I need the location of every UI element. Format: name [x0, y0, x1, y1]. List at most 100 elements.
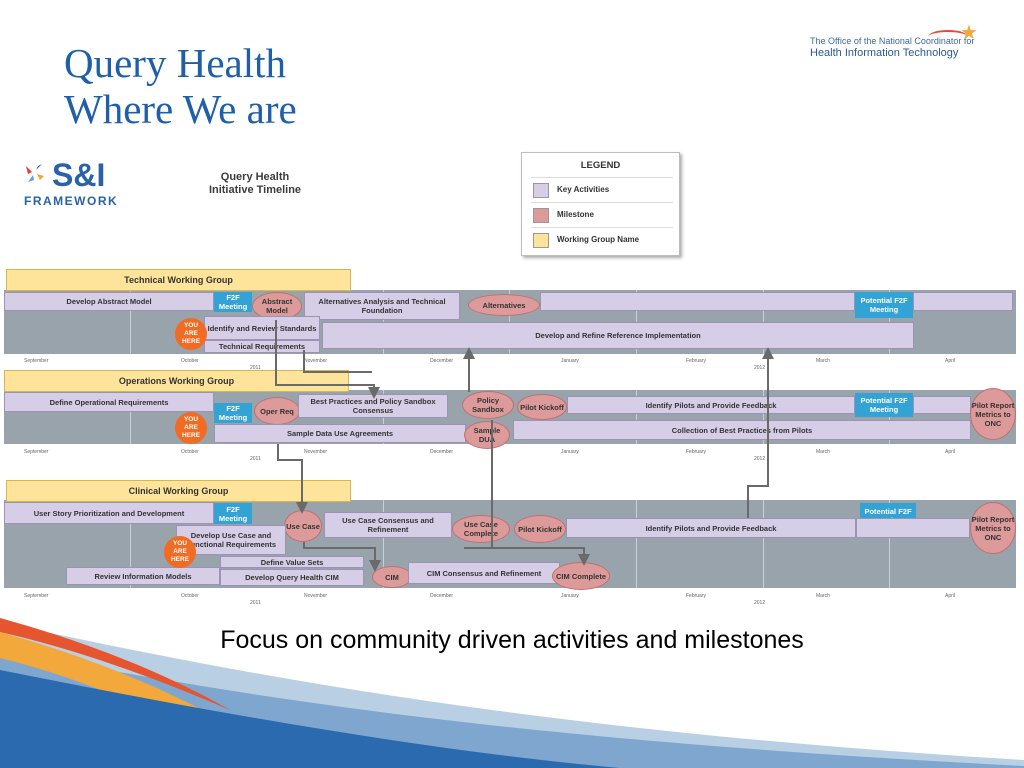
operations-identify-pilots-bar: Identify Pilots and Provide Feedback	[567, 396, 855, 414]
technical-group-header: Technical Working Group	[6, 269, 351, 291]
legend-title: LEGEND	[580, 160, 621, 171]
develop-query-health-cim-bar: Develop Query Health CIM	[220, 569, 364, 586]
year-label: 2012	[754, 600, 766, 606]
month-label: March	[816, 358, 830, 364]
month-label: March	[816, 449, 830, 455]
cim-milestone: CIM	[372, 566, 412, 588]
year-label: 2011	[250, 600, 261, 606]
alternatives-analysis-bar: Alternatives Analysis and Technical Foun…	[304, 292, 460, 320]
logo-swoosh-icon	[928, 30, 968, 44]
use-case-complete-milestone: Use Case Complete	[452, 515, 510, 543]
define-operational-requirements-bar: Define Operational Requirements	[4, 392, 214, 412]
technical-top-bar	[540, 292, 855, 311]
are-label: ARE	[173, 548, 187, 555]
month-label: October	[181, 358, 199, 364]
technical-f2f-meeting: F2F Meeting	[214, 292, 252, 312]
technical-potential-f2f: Potential F2F Meeting	[855, 292, 913, 318]
sni-logo-sub: FRAMEWORK	[24, 194, 119, 208]
month-label: April	[945, 358, 956, 364]
month-label: March	[816, 593, 830, 599]
review-information-models-bar: Review Information Models	[66, 567, 220, 585]
legend-label: Working Group Name	[557, 235, 640, 244]
are-label: ARE	[184, 330, 198, 337]
legend-label: Key Activities	[557, 185, 610, 194]
best-practices-bar: Best Practices and Policy Sandbox Consen…	[298, 394, 448, 418]
background-swoosh	[0, 618, 1024, 768]
month-label: October	[181, 593, 199, 599]
identify-review-standards-bar: Identify and Review Standards	[204, 316, 320, 340]
month-label: September	[24, 358, 49, 364]
title-line-2: Where We are	[64, 86, 297, 132]
operations-f2f-meeting: F2F Meeting	[214, 403, 252, 423]
you-label: YOU	[183, 416, 199, 423]
clinical-pilot-kickoff-milestone: Pilot Kickoff	[514, 515, 566, 543]
month-label: February	[686, 358, 707, 364]
here-label: HERE	[181, 432, 201, 439]
sni-framework-logo: S&I FRAMEWORK	[24, 158, 134, 210]
collection-best-practices-bar: Collection of Best Practices from Pilots	[513, 420, 971, 440]
legend-row-working-group: Working Group Name	[531, 227, 673, 252]
grid-line	[130, 500, 131, 588]
year-label: 2011	[250, 365, 261, 371]
legend-swatch	[533, 208, 549, 223]
here-label: HERE	[181, 338, 201, 345]
clinical-month-axis: September October November December Janu…	[4, 589, 1016, 607]
onc-logo-line-2: Health Information Technology	[810, 47, 959, 59]
here-label: HERE	[170, 556, 190, 563]
year-label: 2011	[250, 456, 261, 462]
month-label: September	[24, 593, 49, 599]
month-label: February	[686, 593, 707, 599]
month-label: November	[304, 358, 328, 364]
timeline-title-line-2: Initiative Timeline	[208, 184, 302, 196]
technical-requirements-bar: Technical Requirements	[204, 340, 320, 353]
timeline-title-line-1: Query Health	[220, 171, 290, 183]
use-case-milestone: Use Case	[284, 510, 322, 542]
year-label: 2012	[754, 456, 766, 462]
timeline-title: Query Health Initiative Timeline	[190, 171, 320, 197]
operations-potential-f2f: Potential F2F Meeting	[855, 393, 913, 417]
are-label: ARE	[184, 424, 198, 431]
grid-line	[383, 500, 384, 588]
month-label: December	[430, 593, 454, 599]
slide-title: Query Health Where We are	[64, 40, 297, 132]
month-label: April	[945, 593, 956, 599]
legend: LEGEND Key Activities Milestone Working …	[521, 152, 680, 256]
technical-end-bar	[913, 292, 1013, 311]
alternatives-milestone: Alternatives	[468, 294, 540, 316]
policy-sandbox-milestone: Policy Sandbox	[462, 391, 514, 419]
operations-group-header: Operations Working Group	[4, 370, 349, 392]
oper-req-milestone: Oper Req	[254, 397, 300, 425]
month-label: September	[24, 449, 49, 455]
month-label: October	[181, 449, 199, 455]
month-label: February	[686, 449, 707, 455]
sni-logo-word: S&I	[52, 157, 106, 193]
you-label: YOU	[183, 322, 199, 329]
sample-data-use-bar: Sample Data Use Agreements	[214, 424, 466, 443]
sample-dua-milestone: Sample DUA	[464, 421, 510, 449]
legend-label: Milestone	[557, 210, 594, 219]
onc-logo: ★ The Office of the National Coordinator…	[810, 22, 980, 66]
clinical-pilot-report-milestone: Pilot Report Metrics to ONC	[970, 502, 1016, 554]
title-line-1: Query Health	[64, 40, 286, 86]
operations-pilot-kickoff-milestone: Pilot Kickoff	[517, 394, 567, 420]
sni-arrows-icon	[26, 164, 44, 182]
grid-line	[636, 390, 637, 444]
cim-complete-milestone: CIM Complete	[552, 562, 610, 590]
clinical-end-bar	[856, 518, 970, 538]
grid-line	[889, 500, 890, 588]
operations-end-bar	[913, 396, 971, 414]
abstract-model-milestone: Abstract Model	[252, 292, 302, 320]
year-label: 2012	[754, 365, 766, 371]
grid-line	[130, 390, 131, 444]
clinical-f2f-meeting: F2F Meeting	[214, 503, 252, 524]
grid-line	[763, 500, 764, 588]
cim-consensus-bar: CIM Consensus and Refinement	[408, 562, 560, 584]
operations-month-axis: September October November December Janu…	[4, 445, 1016, 463]
define-value-sets-bar: Define Value Sets	[220, 556, 364, 568]
legend-row-milestone: Milestone	[531, 202, 673, 227]
month-label: November	[304, 449, 328, 455]
month-label: January	[561, 358, 579, 364]
